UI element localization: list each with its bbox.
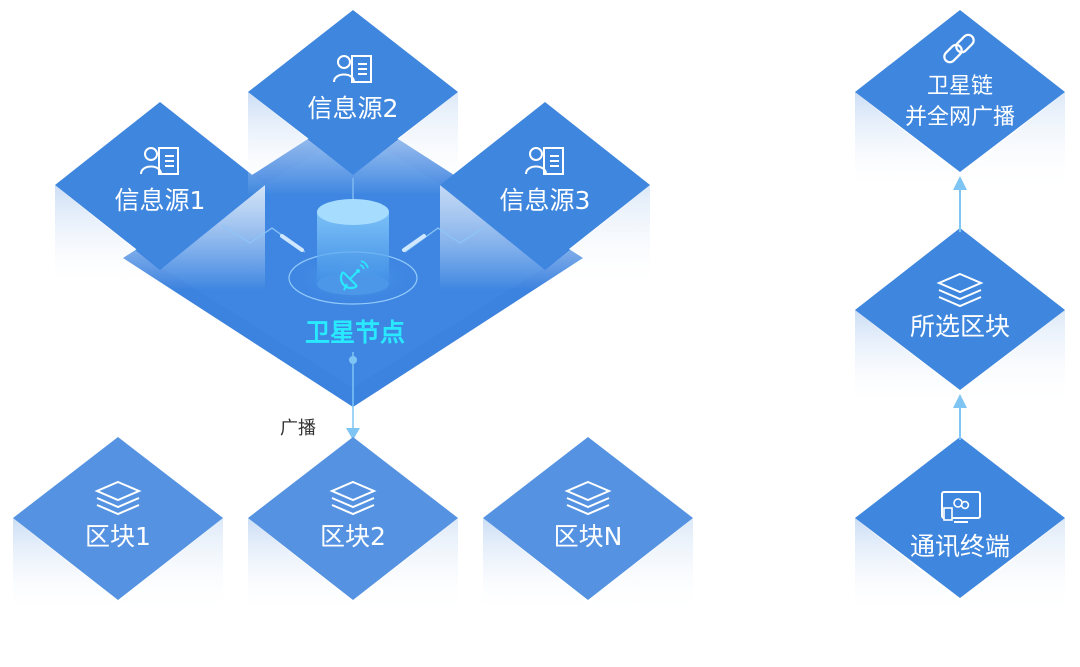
tile-selected-block[interactable] (855, 228, 1065, 408)
source2-label: 信息源2 (307, 94, 399, 123)
user-card-icon (333, 55, 372, 83)
layers-icon (329, 480, 377, 516)
satellite-dish-icon (339, 260, 369, 291)
connector-terminal-to-selected (953, 394, 967, 440)
tile-satellite-chain[interactable] (855, 10, 1065, 192)
tile-source3[interactable] (440, 102, 650, 290)
platform-details (221, 178, 489, 432)
layers-icon (564, 480, 612, 516)
tile-source1[interactable] (55, 102, 265, 290)
link-icon (943, 33, 975, 64)
broadcast-label: 广播 (280, 418, 316, 439)
satellite-node-label: 卫星节点 (304, 318, 406, 347)
comm-terminal-label: 通讯终端 (909, 532, 1011, 561)
source3-label: 信息源3 (499, 186, 591, 215)
selected-block-label: 所选区块 (909, 312, 1011, 341)
user-card-icon (140, 147, 179, 175)
satellite-chain-line2: 并全网广播 (904, 105, 1016, 130)
tile-blockN[interactable] (483, 437, 693, 615)
layers-icon (94, 480, 142, 516)
satellite-chain-line1: 卫星链 (926, 74, 994, 99)
tile-block1[interactable] (13, 437, 223, 615)
tile-source2[interactable] (248, 10, 458, 195)
tile-block2[interactable] (248, 437, 458, 615)
user-card-icon (525, 147, 564, 175)
blockN-label: 区块N (553, 522, 623, 551)
terminal-icon (941, 491, 981, 523)
source1-label: 信息源1 (114, 186, 206, 215)
block2-label: 区块2 (320, 522, 386, 551)
layers-icon (936, 272, 984, 308)
tile-comm-terminal[interactable] (855, 437, 1065, 615)
block1-label: 区块1 (85, 522, 151, 551)
broadcast-arrow-icon (346, 428, 360, 440)
connector-selected-to-chain (953, 176, 967, 232)
